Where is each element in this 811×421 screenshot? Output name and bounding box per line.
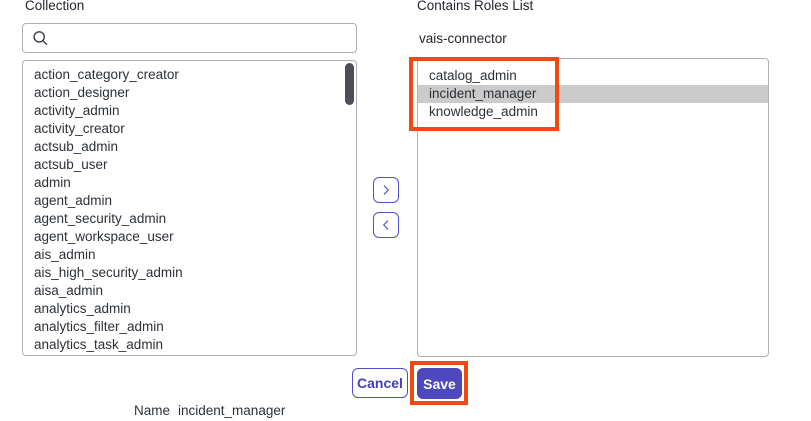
contains-roles-label: Contains Roles List	[417, 0, 534, 13]
list-item[interactable]: agent_workspace_user	[34, 229, 174, 244]
name-row: Name incident_manager	[134, 403, 285, 418]
search-input[interactable]	[49, 24, 356, 52]
collection-label: Collection	[25, 0, 85, 13]
save-button[interactable]: Save	[417, 368, 462, 399]
list-item[interactable]: knowledge_admin	[429, 104, 538, 119]
list-item[interactable]: ais_high_security_admin	[34, 265, 183, 280]
list-item[interactable]: ais_admin	[34, 247, 96, 262]
search-icon	[32, 30, 49, 47]
group-name: vais-connector	[419, 31, 507, 46]
list-item[interactable]: actsub_admin	[34, 139, 119, 154]
list-item[interactable]: activity_admin	[34, 103, 120, 118]
add-role-button[interactable]	[373, 177, 399, 203]
name-value: incident_manager	[178, 403, 286, 418]
list-item[interactable]: activity_creator	[34, 121, 125, 136]
list-item[interactable]: aisa_admin	[34, 283, 104, 298]
chevron-right-icon	[379, 183, 393, 197]
list-item[interactable]: analytics_viewer	[23, 354, 356, 355]
list-item[interactable]: analytics_filter_admin	[34, 319, 164, 334]
list-item[interactable]: agent_admin	[34, 193, 113, 208]
scrollbar-thumb[interactable]	[345, 63, 354, 105]
name-label: Name	[134, 403, 171, 418]
list-item[interactable]: actsub_user	[34, 157, 108, 172]
list-item[interactable]: analytics_task_admin	[34, 337, 164, 352]
list-item[interactable]: action_designer	[34, 85, 130, 100]
remove-role-button[interactable]	[373, 212, 399, 238]
list-item[interactable]: catalog_admin	[429, 68, 517, 83]
chevron-left-icon	[379, 218, 393, 232]
list-item[interactable]: action_category_creator	[34, 67, 179, 82]
cancel-button[interactable]: Cancel	[352, 368, 408, 398]
list-item[interactable]: analytics_admin	[34, 301, 131, 316]
list-item[interactable]: agent_security_admin	[34, 211, 167, 226]
list-item[interactable]: incident_manager	[418, 85, 768, 103]
list-item[interactable]: admin	[34, 175, 71, 190]
search-box	[22, 23, 357, 53]
